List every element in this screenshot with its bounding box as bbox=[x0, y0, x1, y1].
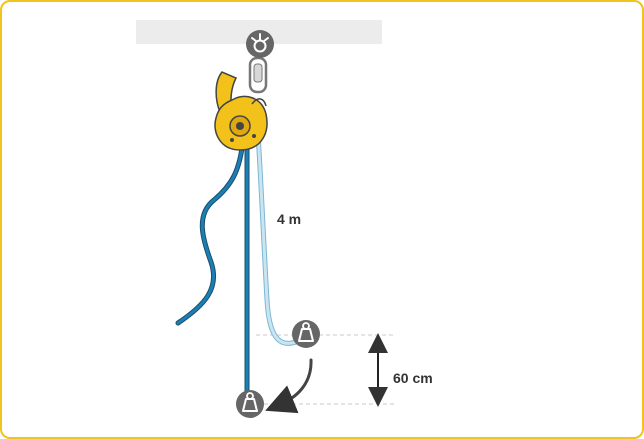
climber-icon bbox=[236, 390, 264, 418]
slack-rope bbox=[175, 137, 246, 326]
climber-icon bbox=[292, 320, 320, 348]
carabiner-icon bbox=[248, 56, 268, 94]
rope-length-label: 4 m bbox=[277, 211, 301, 227]
fall-distance-label: 60 cm bbox=[393, 370, 433, 386]
belay-device-icon bbox=[214, 71, 268, 151]
fall-arrow bbox=[265, 358, 313, 414]
anchor-icon bbox=[246, 30, 274, 58]
